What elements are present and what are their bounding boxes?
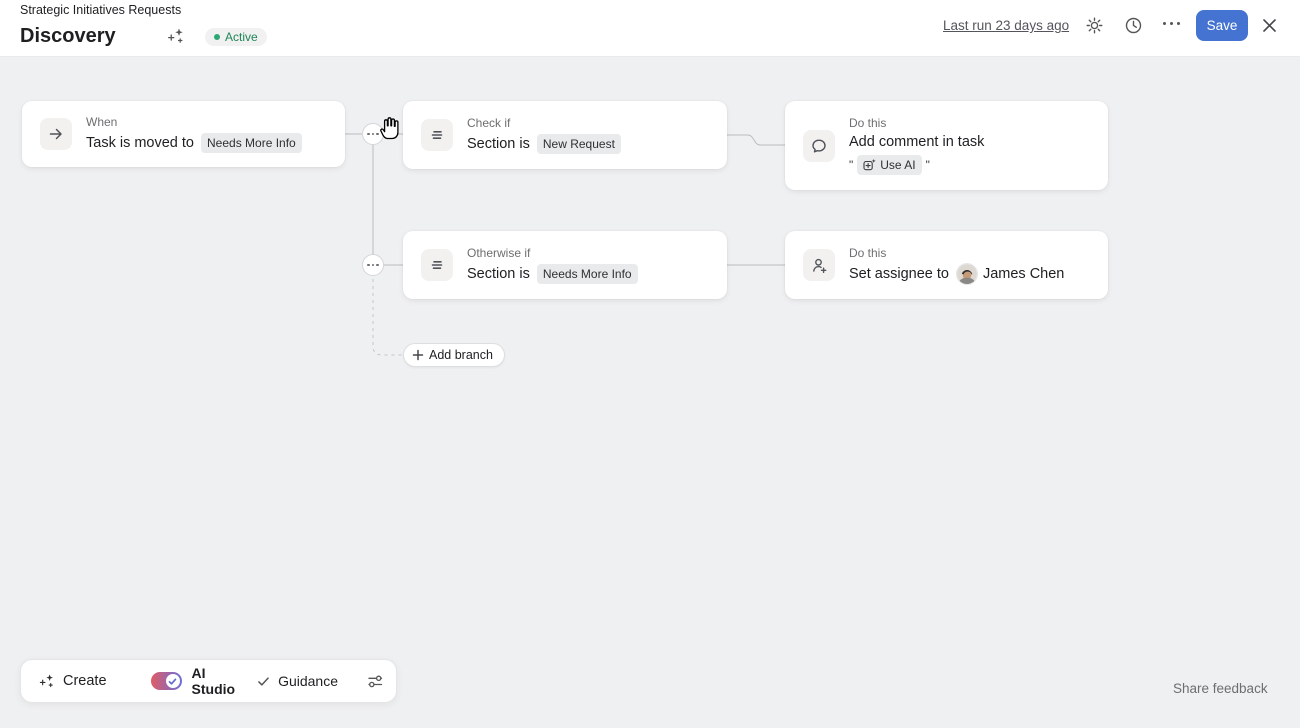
check-icon: [258, 676, 269, 686]
ai-sparkles-icon: [166, 27, 185, 46]
assignee-name[interactable]: James Chen: [982, 266, 1065, 282]
status-label: Active: [225, 30, 258, 44]
add-branch-button[interactable]: Add branch: [403, 343, 505, 367]
use-ai-chip[interactable]: Use AI: [857, 155, 922, 175]
person-add-icon: [803, 249, 835, 281]
guidance-label: Guidance: [278, 673, 339, 689]
ai-studio-toggle[interactable]: [150, 672, 182, 690]
arrow-right-icon: [40, 118, 72, 150]
section-icon: [421, 249, 453, 281]
trigger-card[interactable]: When Task is moved to Needs More Info: [22, 101, 345, 167]
trigger-label: When: [86, 115, 118, 129]
check-if-card[interactable]: Check if Section is New Request: [403, 101, 727, 169]
trigger-text: Task is moved to: [86, 135, 194, 151]
hand-cursor-icon: [380, 114, 401, 141]
check-if-label: Check if: [467, 116, 511, 130]
create-button[interactable]: Create: [38, 673, 107, 690]
canvas-toolbar: Create AI Studio Guidance: [20, 659, 397, 703]
share-feedback-link[interactable]: Share feedback: [1173, 681, 1268, 696]
guidance-button[interactable]: Guidance: [256, 673, 338, 689]
otherwise-if-text: Section is: [467, 266, 530, 282]
header: Strategic Initiatives Requests Discovery…: [0, 0, 1300, 57]
comment-bubble-icon: [803, 129, 835, 162]
add-comment-label: Do this: [849, 116, 887, 130]
save-button[interactable]: Save: [1196, 10, 1248, 41]
use-ai-label: Use AI: [880, 158, 916, 172]
branch-handle-icon[interactable]: [362, 254, 384, 276]
close-quote: ": [925, 158, 930, 172]
set-assignee-card[interactable]: Do this Set assignee to James Chen: [785, 231, 1108, 299]
sliders-icon[interactable]: [366, 672, 385, 691]
set-assignee-label: Do this: [849, 246, 887, 260]
plus-icon: [412, 349, 424, 361]
page-title: Discovery: [20, 25, 116, 47]
last-run-link[interactable]: Last run 23 days ago: [943, 18, 1070, 33]
section-icon: [421, 119, 453, 151]
history-clock-icon[interactable]: [1124, 16, 1143, 35]
set-assignee-text: Set assignee to: [849, 266, 949, 282]
breadcrumb: Strategic Initiatives Requests: [20, 3, 182, 17]
status-badge: Active: [205, 28, 267, 46]
add-branch-label: Add branch: [429, 348, 493, 362]
create-sparkles-icon: [39, 673, 53, 687]
close-icon[interactable]: [1261, 17, 1278, 34]
assignee-avatar[interactable]: [956, 264, 977, 284]
toggle-check-icon: [165, 674, 180, 688]
otherwise-if-label: Otherwise if: [467, 246, 531, 260]
check-if-text: Section is: [467, 136, 530, 152]
open-quote: ": [849, 158, 854, 172]
add-comment-text: Add comment in task: [849, 134, 985, 150]
status-dot-icon: [214, 34, 220, 40]
ai-studio-label: AI Studio: [191, 665, 236, 697]
otherwise-if-section-chip[interactable]: Needs More Info: [536, 264, 638, 284]
more-options-icon[interactable]: [1163, 22, 1180, 25]
add-comment-card[interactable]: Do this Add comment in task " Use AI ": [785, 101, 1108, 190]
create-label: Create: [63, 673, 107, 689]
otherwise-if-card[interactable]: Otherwise if Section is Needs More Info: [403, 231, 727, 299]
settings-gear-icon[interactable]: [1085, 16, 1104, 35]
check-if-section-chip[interactable]: New Request: [536, 134, 621, 154]
trigger-section-chip[interactable]: Needs More Info: [201, 133, 302, 153]
